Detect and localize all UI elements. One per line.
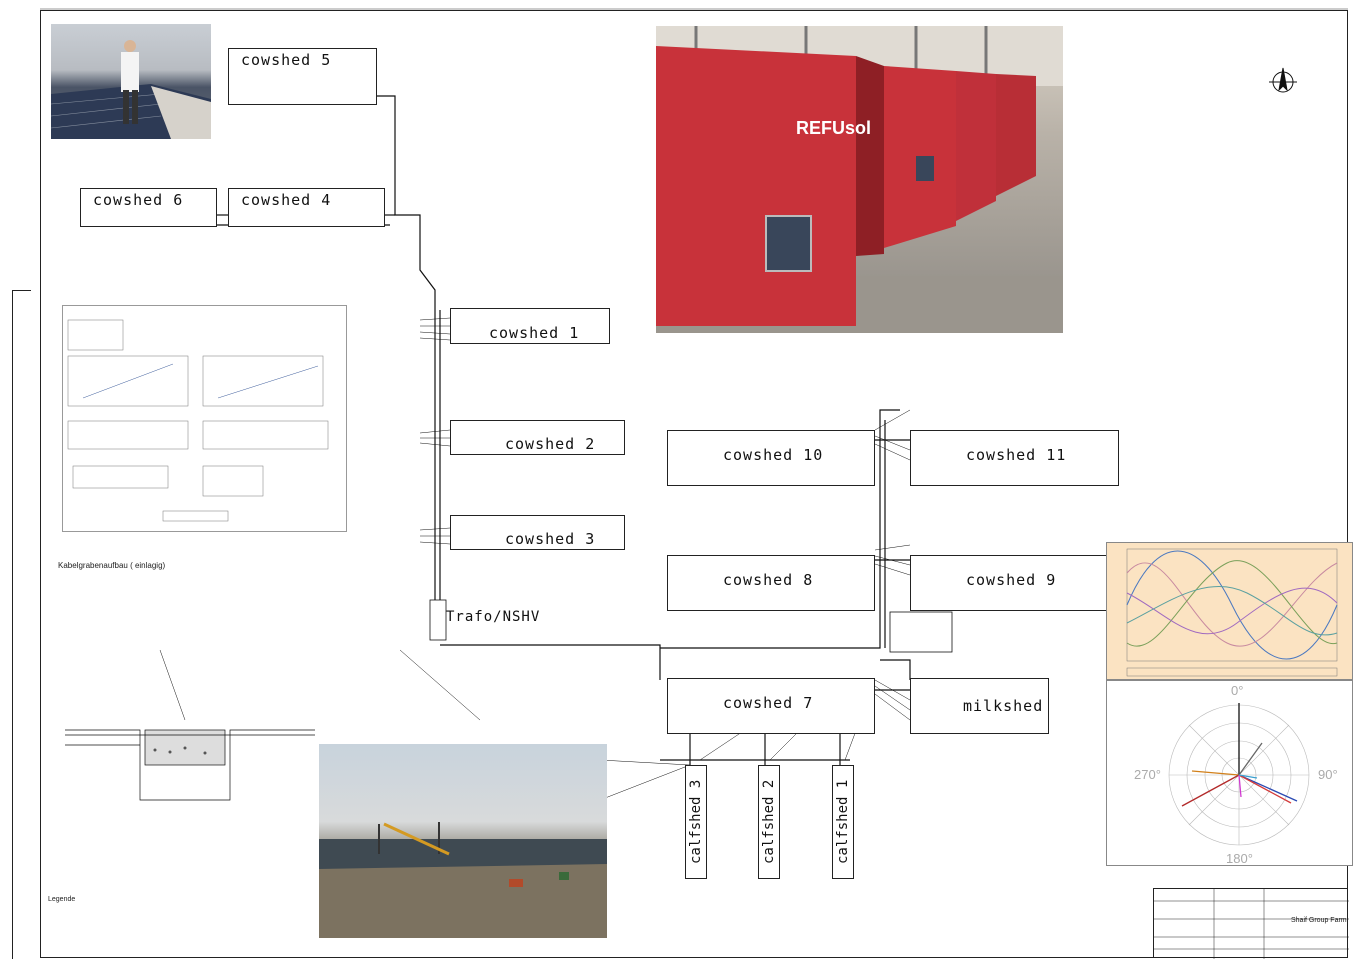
title-block-project: Shaif Group Farm bbox=[1291, 917, 1347, 924]
cowshed-10-box: cowshed 10 bbox=[667, 430, 875, 486]
calfshed-1-box: calfshed 1 bbox=[832, 765, 854, 879]
inverter-photo: REFUsol bbox=[656, 26, 1063, 333]
cowshed-9-box: cowshed 9 bbox=[910, 555, 1119, 611]
cowshed-9-label: cowshed 9 bbox=[966, 571, 1057, 589]
cowshed-10-label: cowshed 10 bbox=[723, 446, 824, 464]
calfshed-2-label: calfshed 2 bbox=[761, 779, 777, 864]
milkshed-box: milkshed bbox=[910, 678, 1049, 734]
inverter-brand: REFUsol bbox=[796, 118, 871, 138]
cowshed-4-label: cowshed 4 bbox=[241, 191, 332, 209]
cowshed-1-label: cowshed 1 bbox=[489, 324, 580, 342]
cowshed-2-label: cowshed 2 bbox=[505, 435, 596, 453]
cowshed-4-box: cowshed 4 bbox=[228, 188, 385, 227]
cowshed-8-box: cowshed 8 bbox=[667, 555, 875, 611]
calfshed-3-label: calfshed 3 bbox=[688, 779, 704, 864]
cowshed-2-box: cowshed 2 bbox=[450, 420, 625, 455]
milkshed-label: milkshed bbox=[963, 697, 1044, 715]
top-ruler bbox=[40, 2, 1348, 10]
trench-section-art bbox=[65, 729, 315, 801]
legende-title: Legende bbox=[48, 896, 76, 903]
phasor-diagram: 0° 270° 90° 180° bbox=[1106, 680, 1353, 866]
cowshed-6-label: cowshed 6 bbox=[93, 191, 184, 209]
drawing-frame bbox=[40, 10, 1348, 958]
kabelgraben-title: Kabelgrabenaufbau ( einlagig) bbox=[58, 561, 166, 570]
cowshed-7-label: cowshed 7 bbox=[723, 694, 814, 712]
top-ruler-ticks bbox=[40, 8, 1348, 10]
title-block-grid bbox=[1154, 889, 1349, 959]
cowshed-5-label: cowshed 5 bbox=[241, 51, 332, 69]
left-binding-margin bbox=[12, 290, 31, 959]
cowshed-5-box: cowshed 5 bbox=[228, 48, 377, 105]
calculation-sheet-art bbox=[67, 319, 329, 522]
construction-photo-art bbox=[319, 822, 607, 938]
polar-label-bottom: 180° bbox=[1226, 851, 1253, 866]
cowshed-1-box: cowshed 1 bbox=[450, 308, 610, 344]
polar-label-left: 270° bbox=[1134, 767, 1161, 782]
cowshed-11-box: cowshed 11 bbox=[910, 430, 1119, 486]
phasor-diagram-art bbox=[1168, 703, 1310, 846]
calculation-sheet bbox=[62, 305, 347, 532]
polar-label-top: 0° bbox=[1231, 683, 1244, 698]
phase-waveform-chart bbox=[1106, 542, 1353, 680]
trench-section bbox=[55, 690, 325, 810]
cowshed-3-box: cowshed 3 bbox=[450, 515, 625, 550]
person-photo bbox=[51, 24, 211, 139]
trafo-label: Trafo/NSHV bbox=[446, 609, 541, 625]
person-photo-art bbox=[51, 40, 211, 139]
cowshed-7-box: cowshed 7 bbox=[667, 678, 875, 734]
construction-photo bbox=[319, 744, 607, 938]
cowshed-6-box: cowshed 6 bbox=[80, 188, 217, 227]
cowshed-8-label: cowshed 8 bbox=[723, 571, 814, 589]
cowshed-3-label: cowshed 3 bbox=[505, 530, 596, 548]
inverter-photo-art: REFUsol bbox=[656, 26, 1063, 333]
calfshed-2-box: calfshed 2 bbox=[758, 765, 780, 879]
calfshed-1-label: calfshed 1 bbox=[835, 779, 851, 864]
title-block: Shaif Group Farm bbox=[1153, 888, 1349, 959]
phase-waveform-art bbox=[1126, 548, 1338, 677]
cowshed-11-label: cowshed 11 bbox=[966, 446, 1067, 464]
calfshed-3-box: calfshed 3 bbox=[685, 765, 707, 879]
polar-label-right: 90° bbox=[1318, 767, 1338, 782]
